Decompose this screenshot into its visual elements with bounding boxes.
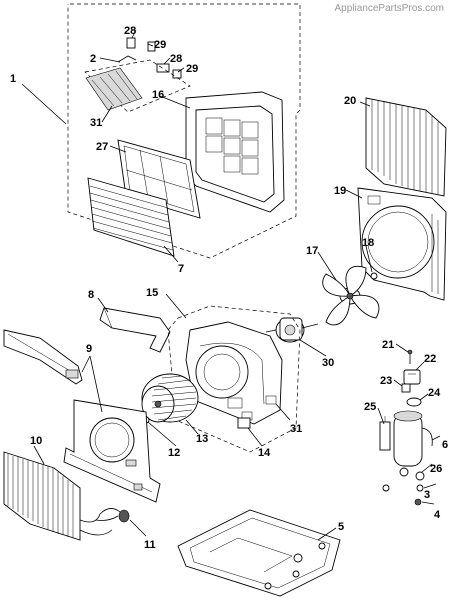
callout-22: 22	[424, 353, 436, 365]
terminal-cover-part-22	[403, 369, 421, 385]
callout-29-mid: 29	[186, 63, 198, 75]
callout-26: 26	[430, 463, 442, 475]
compressor-body	[379, 410, 433, 467]
grommet-part-26	[382, 467, 425, 492]
grille-part-7	[87, 177, 175, 257]
callout-labels: 1 2 3 4 5 6 7 8 9 10 11 12 13 14 15 16 1…	[10, 25, 448, 551]
callout-24: 24	[428, 387, 441, 399]
callout-3: 3	[424, 489, 430, 501]
bracket-part-14	[237, 417, 251, 429]
callout-15: 15	[146, 287, 158, 299]
callout-21: 21	[382, 339, 394, 351]
callout-2: 2	[90, 53, 96, 65]
callout-17: 17	[306, 245, 318, 257]
shroud-part-19	[357, 187, 447, 301]
screw-part-21	[407, 349, 413, 364]
callout-18: 18	[362, 237, 374, 249]
blower-wheel-part-13	[141, 373, 199, 423]
overload-part-23	[401, 383, 411, 393]
front-panel-group-boundary	[67, 3, 301, 259]
callout-31-bottom: 31	[290, 423, 302, 435]
callout-28-mid: 28	[170, 53, 182, 65]
callout-29-top: 29	[154, 39, 166, 51]
callout-16: 16	[152, 89, 164, 101]
callout-14: 14	[258, 447, 271, 459]
leader-lines	[21, 29, 441, 541]
louver-part-31	[84, 59, 191, 113]
evaporator-coil-part-10	[3, 451, 121, 541]
fan-motor-part-30	[265, 317, 319, 343]
callout-5: 5	[338, 521, 344, 533]
left-duct-piece	[3, 329, 83, 385]
callout-28-top: 28	[124, 25, 136, 37]
callout-13: 13	[196, 433, 208, 445]
partition-panel-part-9	[63, 399, 161, 503]
callout-9: 9	[86, 343, 92, 355]
callout-11: 11	[144, 539, 156, 551]
callout-23: 23	[380, 375, 392, 387]
base-pan-part-5	[177, 509, 341, 597]
washer-part-3	[416, 484, 424, 492]
watermark: AppliancePartsPros.com	[334, 3, 445, 14]
callout-8: 8	[88, 289, 94, 301]
blower-group-boundary	[167, 305, 301, 453]
callout-6: 6	[442, 439, 448, 451]
duct-part-8	[99, 307, 171, 353]
fan-blade-part-17	[322, 266, 380, 326]
blower-housing-part-15	[185, 321, 283, 425]
callout-7: 7	[178, 263, 184, 275]
clip-part-2	[117, 37, 182, 79]
compressor-assembly	[379, 349, 433, 506]
nut-part-18	[370, 272, 378, 280]
callout-1: 1	[10, 73, 16, 85]
valve-part-11	[95, 509, 130, 523]
callout-30: 30	[322, 357, 334, 369]
rear-grille-part-20	[365, 97, 447, 197]
callout-31-top: 31	[90, 117, 102, 129]
callout-4: 4	[434, 509, 441, 521]
nut-part-4	[414, 498, 422, 506]
callout-19: 19	[334, 185, 346, 197]
callout-25: 25	[364, 401, 376, 413]
callout-12: 12	[168, 447, 180, 459]
callout-27: 27	[96, 141, 108, 153]
callout-10: 10	[30, 435, 42, 447]
callout-20: 20	[344, 95, 356, 107]
gasket-part-24	[406, 397, 422, 407]
front-frame-part-16	[185, 91, 285, 213]
